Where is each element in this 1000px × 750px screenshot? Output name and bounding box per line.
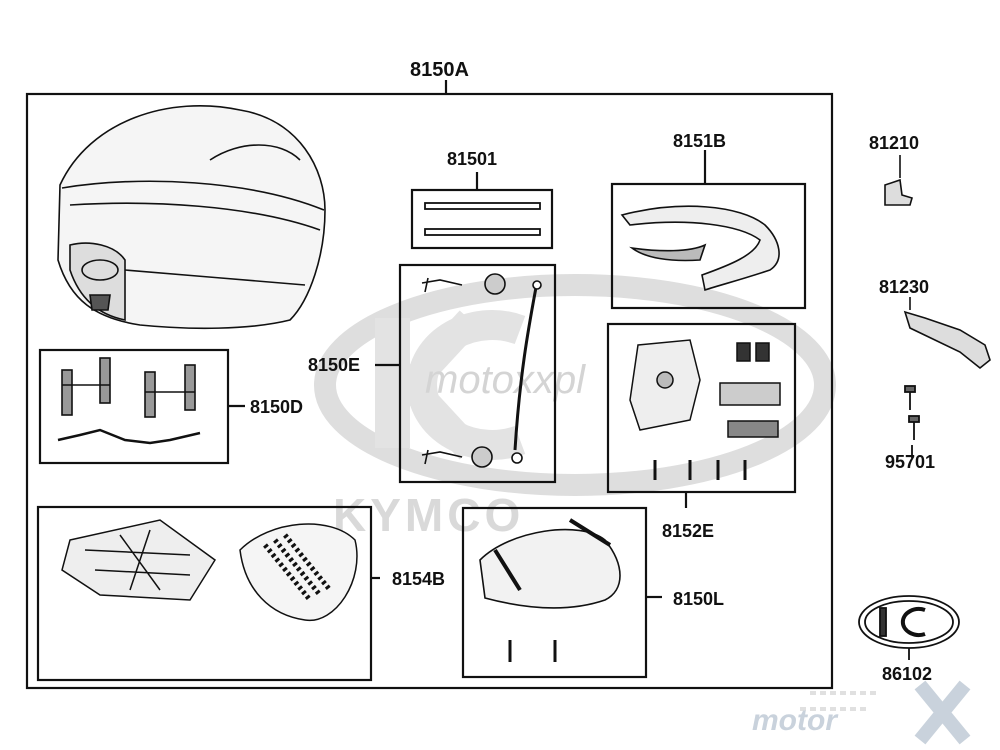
top-case-drawing [57, 104, 326, 330]
box-81501 [410, 188, 554, 250]
label-81501: 81501 [447, 149, 498, 169]
emblem-86102 [858, 595, 960, 660]
label-81230: 81230 [879, 277, 930, 297]
label-8152E: 8152E [662, 521, 715, 541]
box-8152E [606, 322, 797, 494]
label-95701: 95701 [885, 452, 936, 472]
label-86102: 86102 [882, 664, 933, 684]
label-8150L: 8150L [673, 589, 725, 609]
bolts-95701 [904, 385, 920, 458]
bracket-81230 [903, 297, 991, 370]
box-8151B [610, 182, 807, 310]
label-8150D: 8150D [250, 397, 304, 417]
label-8150E: 8150E [308, 355, 361, 375]
label-8150A: 8150A [410, 59, 469, 81]
box-8150E [398, 263, 557, 484]
assembly-frame [25, 92, 834, 690]
label-8154B: 8154B [392, 569, 446, 589]
corner-brand-text: motor [752, 704, 837, 737]
box-8150L [461, 506, 648, 679]
bracket-81210 [884, 155, 913, 206]
box-8154B [36, 505, 373, 682]
watermark-brand: KYMCO [333, 489, 525, 541]
watermark-site: motoxxpl [425, 358, 586, 402]
label-81210: 81210 [869, 133, 920, 153]
corner-brand-x-icon [800, 680, 971, 745]
label-8151B: 8151B [673, 131, 727, 151]
